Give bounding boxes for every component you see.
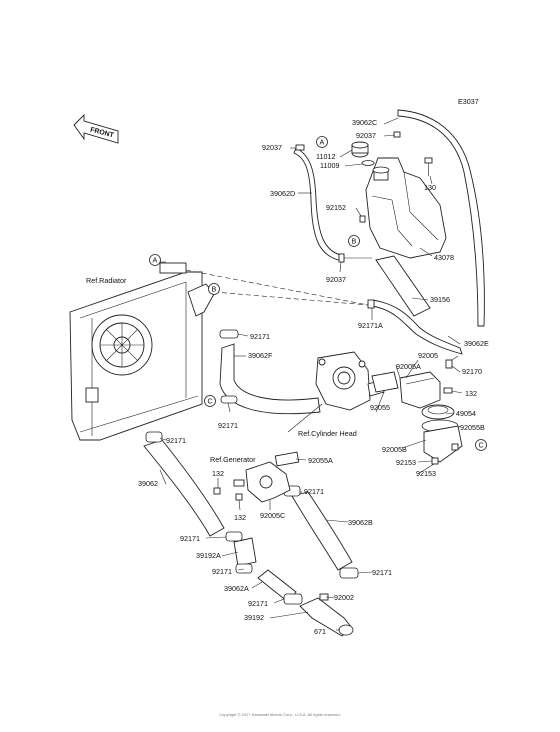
part-label: 92153 xyxy=(396,458,416,467)
hose-39062B xyxy=(283,485,359,579)
part-label: 92171 xyxy=(304,487,324,496)
part-label: 92055A xyxy=(308,456,333,465)
thermostat-housing xyxy=(399,371,453,409)
part-label: 92171 xyxy=(218,421,238,430)
ref-generator-label: Ref.Generator xyxy=(210,455,256,464)
part-label: 11012 xyxy=(316,152,335,161)
part-label: 39062C xyxy=(352,118,377,127)
radiator-inlet-pipe xyxy=(187,283,215,317)
part-label: 92005 xyxy=(418,351,438,360)
leader-lines xyxy=(159,117,463,631)
bolt-130 xyxy=(424,157,433,176)
part-label: 92171 xyxy=(250,332,270,341)
part-label: 39192A xyxy=(196,551,221,560)
svg-text:C: C xyxy=(479,441,484,450)
part-label: 92005B xyxy=(382,445,407,454)
part-label: 39062F xyxy=(248,351,273,360)
part-label: 92153 xyxy=(416,469,436,478)
svg-text:B: B xyxy=(212,285,217,294)
copyright-footer: Copyright © 2017 Kawasaki Motors Corp., … xyxy=(219,712,340,717)
part-label: 92171A xyxy=(358,321,383,330)
part-label: 92171 xyxy=(166,436,186,445)
part-label: 92002 xyxy=(334,593,354,602)
thermostat-cover xyxy=(423,425,463,465)
reference-line-b xyxy=(213,291,369,306)
bolt-92170 xyxy=(445,359,453,369)
svg-text:A: A xyxy=(153,256,158,265)
reference-line-a xyxy=(185,269,369,306)
ref-radiator-label: Ref.Radiator xyxy=(86,276,127,285)
svg-text:C: C xyxy=(208,397,213,406)
marker-c2-icon: C xyxy=(475,439,487,451)
marker-b-icon: B xyxy=(348,235,360,247)
part-label: 132 xyxy=(212,469,224,478)
part-label: 92171 xyxy=(248,599,268,608)
hose-39062F xyxy=(219,329,321,415)
part-label: 92170 xyxy=(462,367,482,376)
reservoir-tank xyxy=(365,157,447,259)
svg-text:B: B xyxy=(352,237,357,246)
part-label: 92055B xyxy=(460,423,485,432)
marker-a2-icon: A xyxy=(149,254,161,266)
part-label: 92037 xyxy=(262,143,282,152)
part-label: 39062A xyxy=(224,584,249,593)
marker-c-icon: C xyxy=(204,395,216,407)
part-label: 92171 xyxy=(212,567,232,576)
front-arrow-icon: FRONT xyxy=(73,113,119,144)
part-label: 130 xyxy=(424,183,436,192)
part-label: 92152 xyxy=(326,203,346,212)
diagram-code: E3037 xyxy=(458,97,479,106)
part-label: 92037 xyxy=(356,131,376,140)
pipe-39192A xyxy=(225,531,257,574)
part-label: 43078 xyxy=(434,253,454,262)
part-label: 92171 xyxy=(372,568,392,577)
marker-a-icon: A xyxy=(316,136,328,148)
hose-39062D xyxy=(293,144,372,263)
clip-92152 xyxy=(359,215,366,223)
reservoir-cap xyxy=(351,141,375,166)
marker-b2-icon: B xyxy=(208,283,220,295)
part-label: 49054 xyxy=(456,409,476,418)
hose-39062C xyxy=(393,109,485,327)
part-label: 39062D xyxy=(270,189,295,198)
part-label: 132 xyxy=(465,389,477,398)
part-label: 39156 xyxy=(430,295,450,304)
part-label: 92171 xyxy=(180,534,200,543)
part-label: 92005C xyxy=(260,511,285,520)
part-label: 132 xyxy=(234,513,246,522)
part-label: 671 xyxy=(314,627,326,636)
part-label: 39062B xyxy=(348,518,373,527)
hose-39062E xyxy=(367,299,463,355)
o-ring-92055 xyxy=(371,371,399,393)
part-label: 39062 xyxy=(138,479,158,488)
thermostat-49054 xyxy=(421,404,455,420)
hose-39062 xyxy=(143,431,225,537)
generator-pipe-fitting xyxy=(213,451,300,503)
ref-cylinder-head-label: Ref.Cylinder Head xyxy=(298,429,357,438)
reservoir-bracket xyxy=(375,255,431,317)
part-label: 39062E xyxy=(464,339,489,348)
svg-text:A: A xyxy=(320,138,325,147)
radiator-fan-icon xyxy=(91,314,153,376)
part-label: 39192 xyxy=(244,613,264,622)
part-label: 11009 xyxy=(320,161,339,170)
part-label: 92005A xyxy=(396,362,421,371)
part-label: 92055 xyxy=(370,403,390,412)
part-label: 92037 xyxy=(326,275,346,284)
